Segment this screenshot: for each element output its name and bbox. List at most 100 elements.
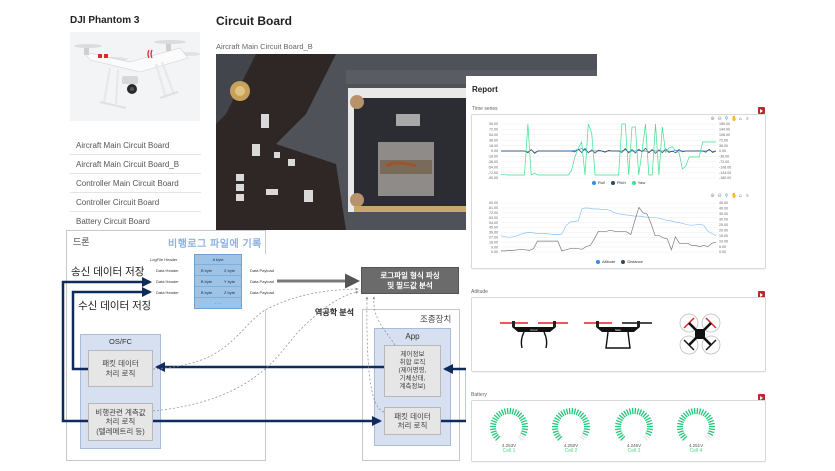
board-list-item[interactable]: Controller Main Circuit Board	[70, 174, 201, 193]
gauge-tick	[615, 422, 622, 426]
gauge-tick	[644, 434, 650, 439]
chart2-toolbar: ⊕⊖⚲✋⌂≡	[710, 194, 750, 199]
product-title: DJI Phantom 3	[70, 15, 140, 26]
left-tick-label: -18.00	[488, 155, 498, 159]
left-tick-label: -54.00	[488, 165, 498, 169]
battery-label: Battery	[471, 392, 487, 398]
attitude-front-view: Front	[500, 321, 568, 349]
cell-name: Cell 4	[689, 448, 703, 454]
logfile-header-label: LogFile Header	[150, 257, 178, 262]
gauge-tick	[645, 419, 653, 424]
zoom-out-icon[interactable]: ⊖	[717, 193, 722, 199]
menu-icon[interactable]: ≡	[746, 193, 749, 199]
gauge-tick	[579, 412, 585, 418]
home-icon[interactable]: ⌂	[738, 193, 743, 199]
legend-yaw[interactable]: Yaw	[631, 180, 645, 185]
log-header-cell: A byte	[212, 257, 224, 262]
zoom-out-icon[interactable]: ⊖	[717, 116, 722, 122]
magnify-icon[interactable]: ⚲	[724, 116, 729, 122]
gauge-tick	[677, 419, 685, 424]
cell-name: Cell 1	[502, 448, 516, 454]
home-icon[interactable]: ⌂	[738, 116, 743, 122]
gauge-tick	[708, 428, 715, 431]
gauge-tick	[625, 409, 630, 416]
gauge-tick	[704, 435, 710, 441]
board-list-item[interactable]: Battery Circuit Board	[76, 217, 150, 226]
gauge-tick	[685, 410, 690, 417]
legend-pitch[interactable]: Pitch	[610, 180, 626, 185]
left-tick-label: 0.00	[491, 250, 498, 254]
gauge-tick	[616, 432, 623, 437]
left-tick-label: 45.00	[489, 226, 498, 230]
left-tick-label: -90.00	[488, 176, 498, 180]
gauge-tick	[557, 412, 563, 418]
log-parse-box: 로그파일 형식 파싱 및 필드값 분석	[361, 267, 459, 294]
time-series-play-button[interactable]	[758, 107, 765, 114]
left-tick-label: 90.00	[489, 201, 498, 205]
magnify-icon[interactable]: ⚲	[724, 193, 729, 199]
gauge-tick	[495, 412, 501, 418]
gauge-tick	[521, 430, 528, 434]
log-cell: B byte	[200, 290, 213, 295]
gauge-tick	[620, 435, 626, 441]
gauge-tick	[490, 419, 498, 424]
gauge-tick	[645, 417, 651, 422]
gauge-tick	[520, 432, 527, 437]
menu-icon[interactable]: ≡	[746, 116, 749, 122]
gauge-ring	[489, 408, 529, 441]
series-line-altitude	[500, 207, 717, 238]
gauge-tick	[552, 428, 559, 431]
attitude-play-button[interactable]	[758, 291, 765, 298]
right-tick-label: -72.00	[719, 160, 729, 164]
report-title: Report	[472, 85, 498, 94]
gauge-tick	[517, 435, 523, 441]
board-list-item[interactable]: Aircraft Main Circuit Board	[70, 136, 201, 155]
gauge-tick	[646, 422, 653, 426]
legend-roll[interactable]: Roll	[592, 180, 605, 185]
legend-altitude[interactable]: Altitude	[596, 259, 615, 264]
data-payload-label: Data Payload	[250, 268, 275, 273]
legend-distance[interactable]: Distance	[621, 259, 643, 264]
battery-play-button[interactable]	[758, 394, 765, 401]
left-tick-label: 27.00	[489, 236, 498, 240]
right-tick-label: 36.00	[719, 144, 728, 148]
right-tick-label: -144.00	[719, 171, 731, 175]
gauge-tick	[643, 414, 650, 420]
reverse-engineering-label: 역공학 분석	[315, 308, 355, 317]
gauge-tick	[707, 417, 713, 422]
left-tick-label: 90.00	[489, 122, 498, 126]
gauge-tick	[491, 432, 498, 437]
zoom-in-icon[interactable]: ⊕	[710, 116, 715, 122]
board-list-item[interactable]: Aircraft Main Circuit Board_B	[70, 155, 201, 174]
gauge-tick	[498, 410, 503, 417]
gauge-tick	[582, 432, 589, 437]
gauge-tick	[682, 435, 688, 441]
pan-icon[interactable]: ✋	[731, 193, 738, 199]
gauge-tick	[521, 422, 528, 426]
pan-icon[interactable]: ✋	[731, 116, 738, 122]
gauge-tick	[493, 434, 499, 439]
gauge-tick	[557, 435, 563, 441]
board-list-item[interactable]: Controller Circuit Board	[70, 193, 201, 212]
gauge-tick	[615, 430, 622, 434]
gauge-tick	[704, 412, 710, 418]
right-tick-label: 35.00	[719, 212, 728, 216]
gauge-tick	[562, 409, 567, 416]
gauge-tick	[680, 434, 686, 439]
gauge-tick	[623, 410, 628, 417]
left-tick-label: 54.00	[489, 133, 498, 137]
zoom-in-icon[interactable]: ⊕	[710, 193, 715, 199]
gauge-tick	[515, 410, 520, 417]
gauge-tick	[700, 409, 705, 416]
right-tick-label: -180.00	[719, 176, 731, 180]
osfc-label: OS/FC	[109, 337, 132, 346]
left-tick-label: -72.00	[488, 171, 498, 175]
gauge-tick	[707, 419, 715, 424]
gauge-tick	[646, 430, 653, 434]
gauge-tick	[642, 435, 648, 441]
gauge-tick	[636, 408, 640, 415]
gauge-tick	[618, 434, 624, 439]
gauge-tick	[511, 408, 515, 415]
